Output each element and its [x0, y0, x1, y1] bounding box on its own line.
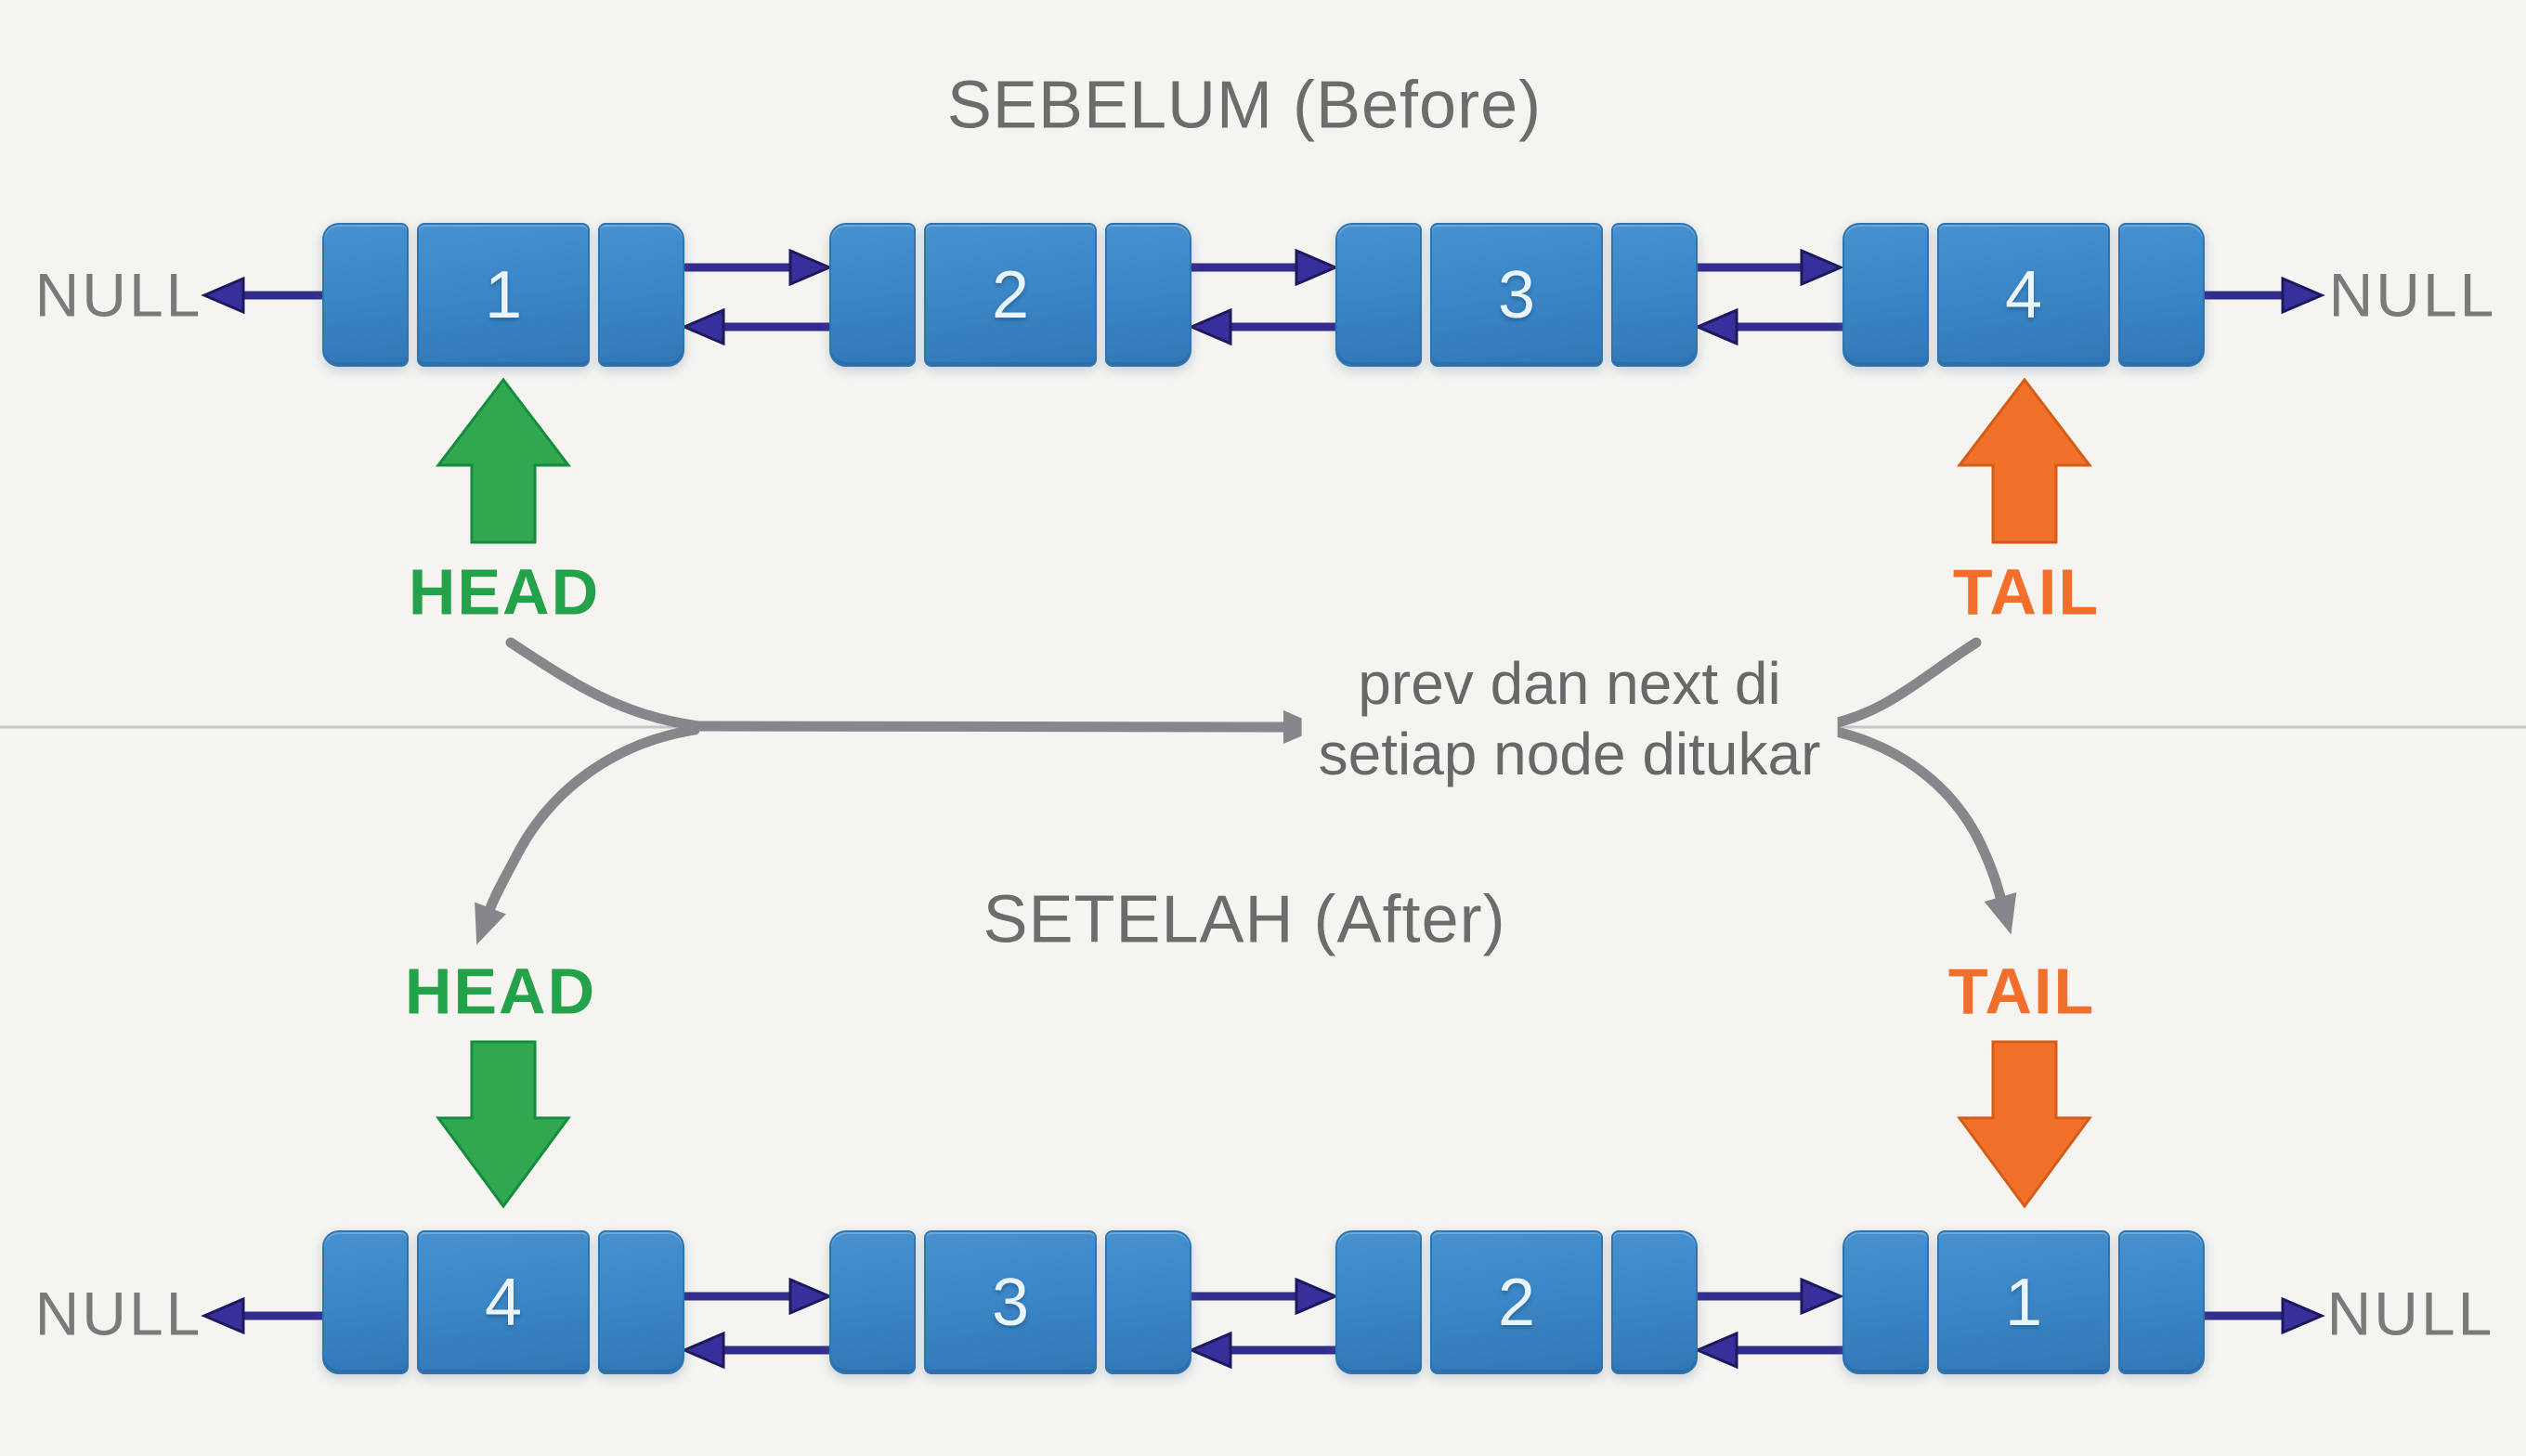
tail-move-arrow: [1818, 723, 2017, 935]
node-value: 2: [1497, 1265, 1536, 1340]
after-title: SETELAH (After): [983, 882, 1506, 957]
node-prev-cell: [829, 1230, 916, 1374]
node-next-cell: [1105, 223, 1191, 367]
node-prev-cell: [1335, 1230, 1422, 1374]
node-next-cell: [2118, 1230, 2205, 1374]
node-value-cell: 2: [1430, 1230, 1603, 1374]
node-prev-cell: [829, 223, 916, 367]
node-value-cell: 4: [417, 1230, 590, 1374]
node-value-cell: 1: [417, 223, 590, 367]
node-value: 2: [991, 257, 1030, 332]
swap-annotation-line2: setiap node ditukar: [1318, 721, 1821, 787]
after-head-label: HEAD: [404, 955, 597, 1028]
head-down-arrow-icon: [436, 1040, 571, 1209]
node-value: 3: [991, 1265, 1030, 1340]
node-value-cell: 1: [1937, 1230, 2110, 1374]
node-prev-cell: [1842, 223, 1929, 367]
before-head-label: HEAD: [408, 555, 601, 629]
swap-annotation: prev dan next di setiap node ditukar: [1301, 644, 1838, 793]
node-value: 1: [2004, 1265, 2043, 1340]
node-next-cell: [1105, 1230, 1191, 1374]
before-title: SEBELUM (Before): [946, 68, 1543, 143]
before-tail-label: TAIL: [1952, 555, 2101, 629]
before-node-1: 1: [322, 223, 684, 367]
node-value-cell: 4: [1937, 223, 2110, 367]
node-value-cell: 3: [1430, 223, 1603, 367]
node-value: 4: [2004, 257, 2043, 332]
after-node-4: 1: [1842, 1230, 2205, 1374]
node-value: 1: [484, 257, 523, 332]
head-up-arrow-icon: [435, 377, 572, 544]
node-value-cell: 3: [924, 1230, 1097, 1374]
after-node-2: 3: [829, 1230, 1191, 1374]
head-move-arrow: [475, 724, 700, 945]
node-prev-cell: [1842, 1230, 1929, 1374]
tail-down-arrow-icon: [1957, 1040, 2092, 1209]
before-null-right: NULL: [2328, 260, 2497, 330]
node-next-cell: [598, 223, 684, 367]
node-next-cell: [1611, 223, 1698, 367]
node-prev-cell: [322, 223, 409, 367]
tail-up-arrow-icon: [1956, 377, 2093, 544]
swap-annotation-line1: prev dan next di: [1358, 650, 1781, 717]
node-next-cell: [598, 1230, 684, 1374]
node-next-cell: [1611, 1230, 1698, 1374]
after-node-3: 2: [1335, 1230, 1698, 1374]
before-null-left: NULL: [34, 260, 203, 330]
after-null-left: NULL: [34, 1279, 203, 1348]
node-value-cell: 2: [924, 223, 1097, 367]
node-prev-cell: [1335, 223, 1422, 367]
node-value: 3: [1497, 257, 1536, 332]
after-null-right: NULL: [2326, 1279, 2495, 1348]
before-node-2: 2: [829, 223, 1191, 367]
tail-transition-curve: [1820, 637, 1982, 731]
node-value: 4: [484, 1265, 523, 1340]
node-prev-cell: [322, 1230, 409, 1374]
before-node-4: 4: [1842, 223, 2205, 367]
after-node-1: 4: [322, 1230, 684, 1374]
node-next-cell: [2118, 223, 2205, 367]
after-tail-label: TAIL: [1947, 955, 2096, 1028]
before-node-3: 3: [1335, 223, 1698, 367]
annotation-arrow: [505, 637, 1322, 744]
